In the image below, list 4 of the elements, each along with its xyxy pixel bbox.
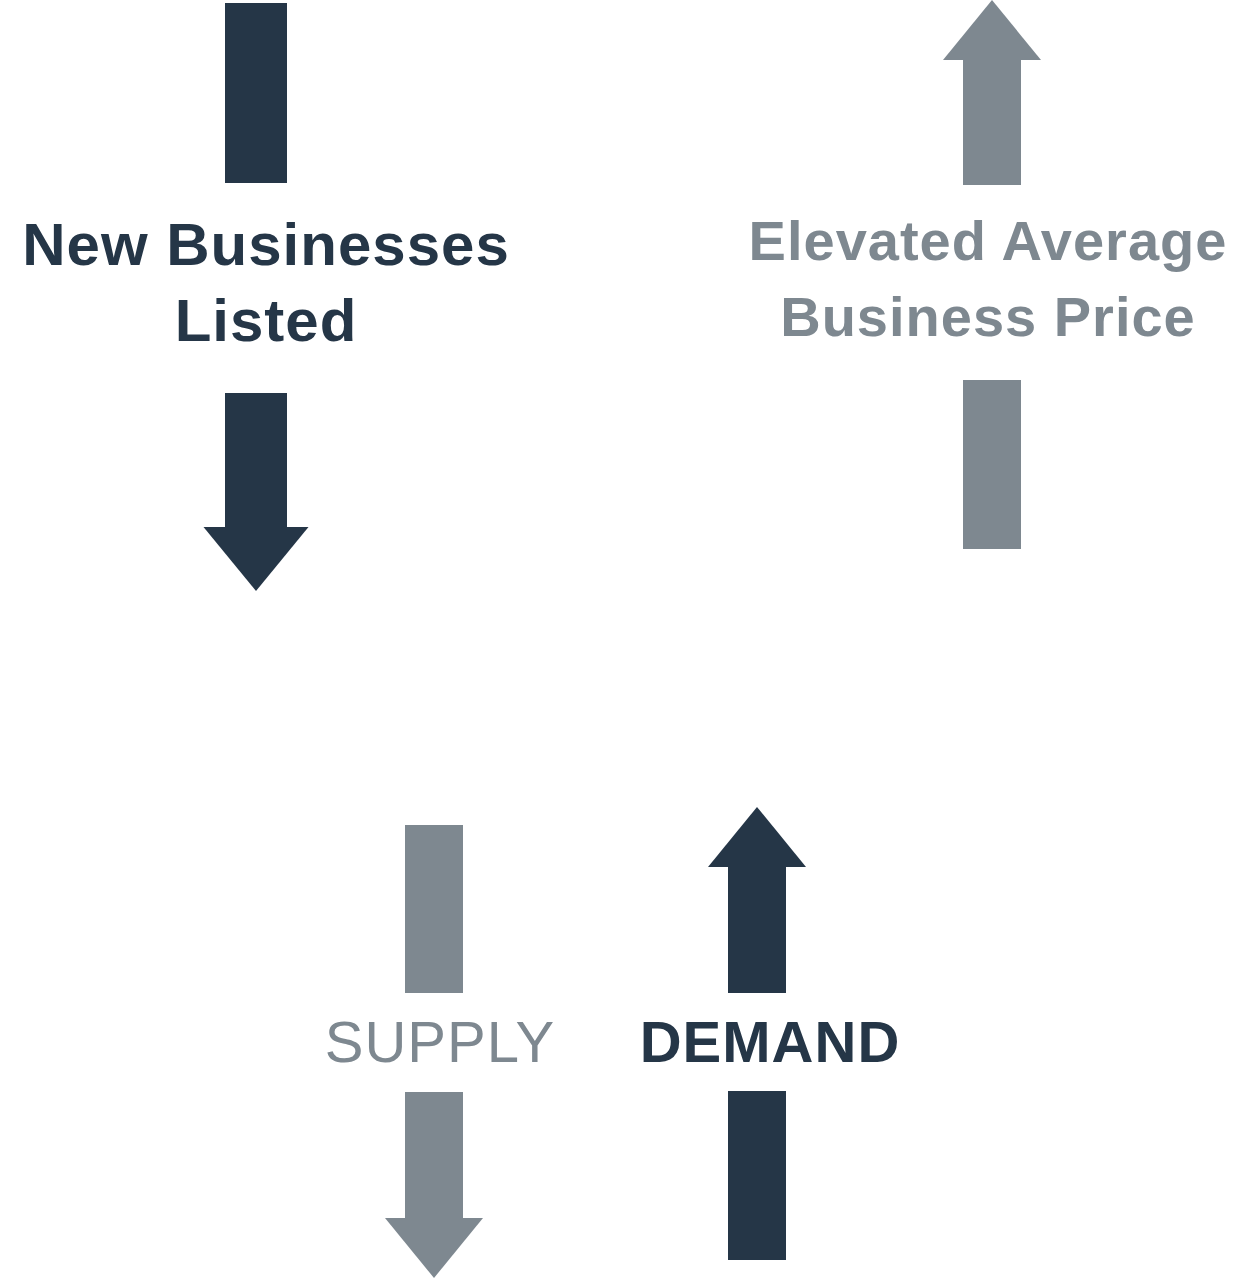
label-text: SUPPLY — [323, 1008, 557, 1076]
label-text: Elevated Average Business Price — [747, 208, 1229, 350]
label-text: New Businesses Listed — [21, 210, 511, 356]
label-text: DEMAND — [638, 1008, 902, 1076]
